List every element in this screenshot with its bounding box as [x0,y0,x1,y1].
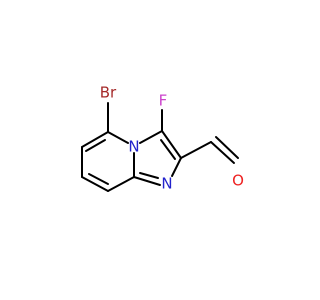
bond-c2-n1 [171,157,182,177]
bromine-label: Br [100,84,117,102]
bond-c8-c8a [107,176,135,192]
oxygen-label: O [232,172,244,190]
bond-c5-n4 [107,131,129,144]
bond-c5-c6-inner [85,139,106,152]
fluorine-label: F [159,92,168,110]
bond-n4-c3 [139,130,163,144]
bond-c5-c6 [81,131,109,148]
bond-c3-c2 [161,130,182,159]
imine-nitrogen-label: N [161,175,172,193]
bridgehead-nitrogen-label: N [128,138,139,156]
bond-c2-cho [180,141,212,159]
bond-c3-c2-inner [160,139,176,160]
bond-n1-c8a-inner [139,172,159,179]
atom-labels: Br F N N O [100,84,244,193]
bond-cho-o [210,141,235,164]
bond-n1-c8a [133,176,161,186]
molecule-structure: Br F N N O [81,84,244,193]
bond-cho-o-double [215,136,239,159]
bond-c7-c8-inner [88,173,109,185]
bond-c7-c8 [81,176,109,192]
bond-group [81,102,239,192]
